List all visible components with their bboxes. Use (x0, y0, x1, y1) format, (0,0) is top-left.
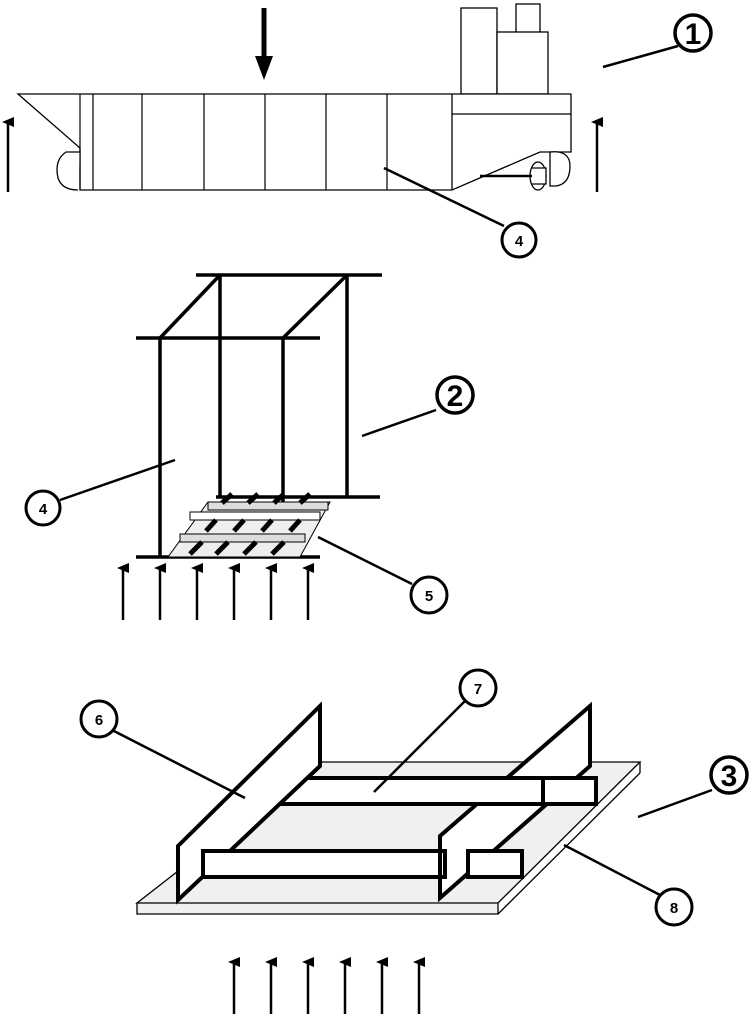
callout-4-frame-label: 4 (39, 501, 48, 518)
pressure-arrows-frame (117, 563, 314, 620)
callout-8-label: 8 (670, 900, 678, 917)
callout-4-ship: 4 (500, 221, 538, 259)
callout-3-label: 3 (721, 760, 738, 793)
callout-5-label: 5 (425, 588, 433, 605)
hold-bulkheads (79, 94, 388, 190)
callout-4-frame: 4 (24, 489, 62, 527)
callout-1: 1 (673, 13, 713, 53)
callout-8: 8 (654, 887, 694, 927)
floor-structure (167, 492, 331, 558)
stiffener-rear (274, 776, 598, 806)
callout-4-ship-label: 4 (515, 233, 524, 250)
callout-3: 3 (709, 755, 749, 795)
pressure-arrows-panel (228, 957, 425, 1014)
callout-5: 5 (409, 575, 449, 615)
panel-figure: 6 7 3 8 (79, 668, 749, 1014)
callout-1-label: 1 (685, 18, 702, 51)
callout-6: 6 (79, 699, 119, 739)
callout-7-label: 7 (474, 681, 482, 698)
stiffener-front (201, 849, 524, 879)
callout-6-label: 6 (95, 712, 103, 729)
callout-2-label: 2 (447, 380, 464, 413)
ship-figure: 1 4 (2, 3, 713, 259)
downward-load-arrow (255, 8, 273, 80)
frame-structure (136, 273, 382, 559)
callout-2: 2 (435, 375, 475, 415)
callout-7: 7 (458, 668, 498, 708)
ship-hull (16, 3, 572, 191)
frame-figure: 2 4 5 (24, 273, 475, 620)
